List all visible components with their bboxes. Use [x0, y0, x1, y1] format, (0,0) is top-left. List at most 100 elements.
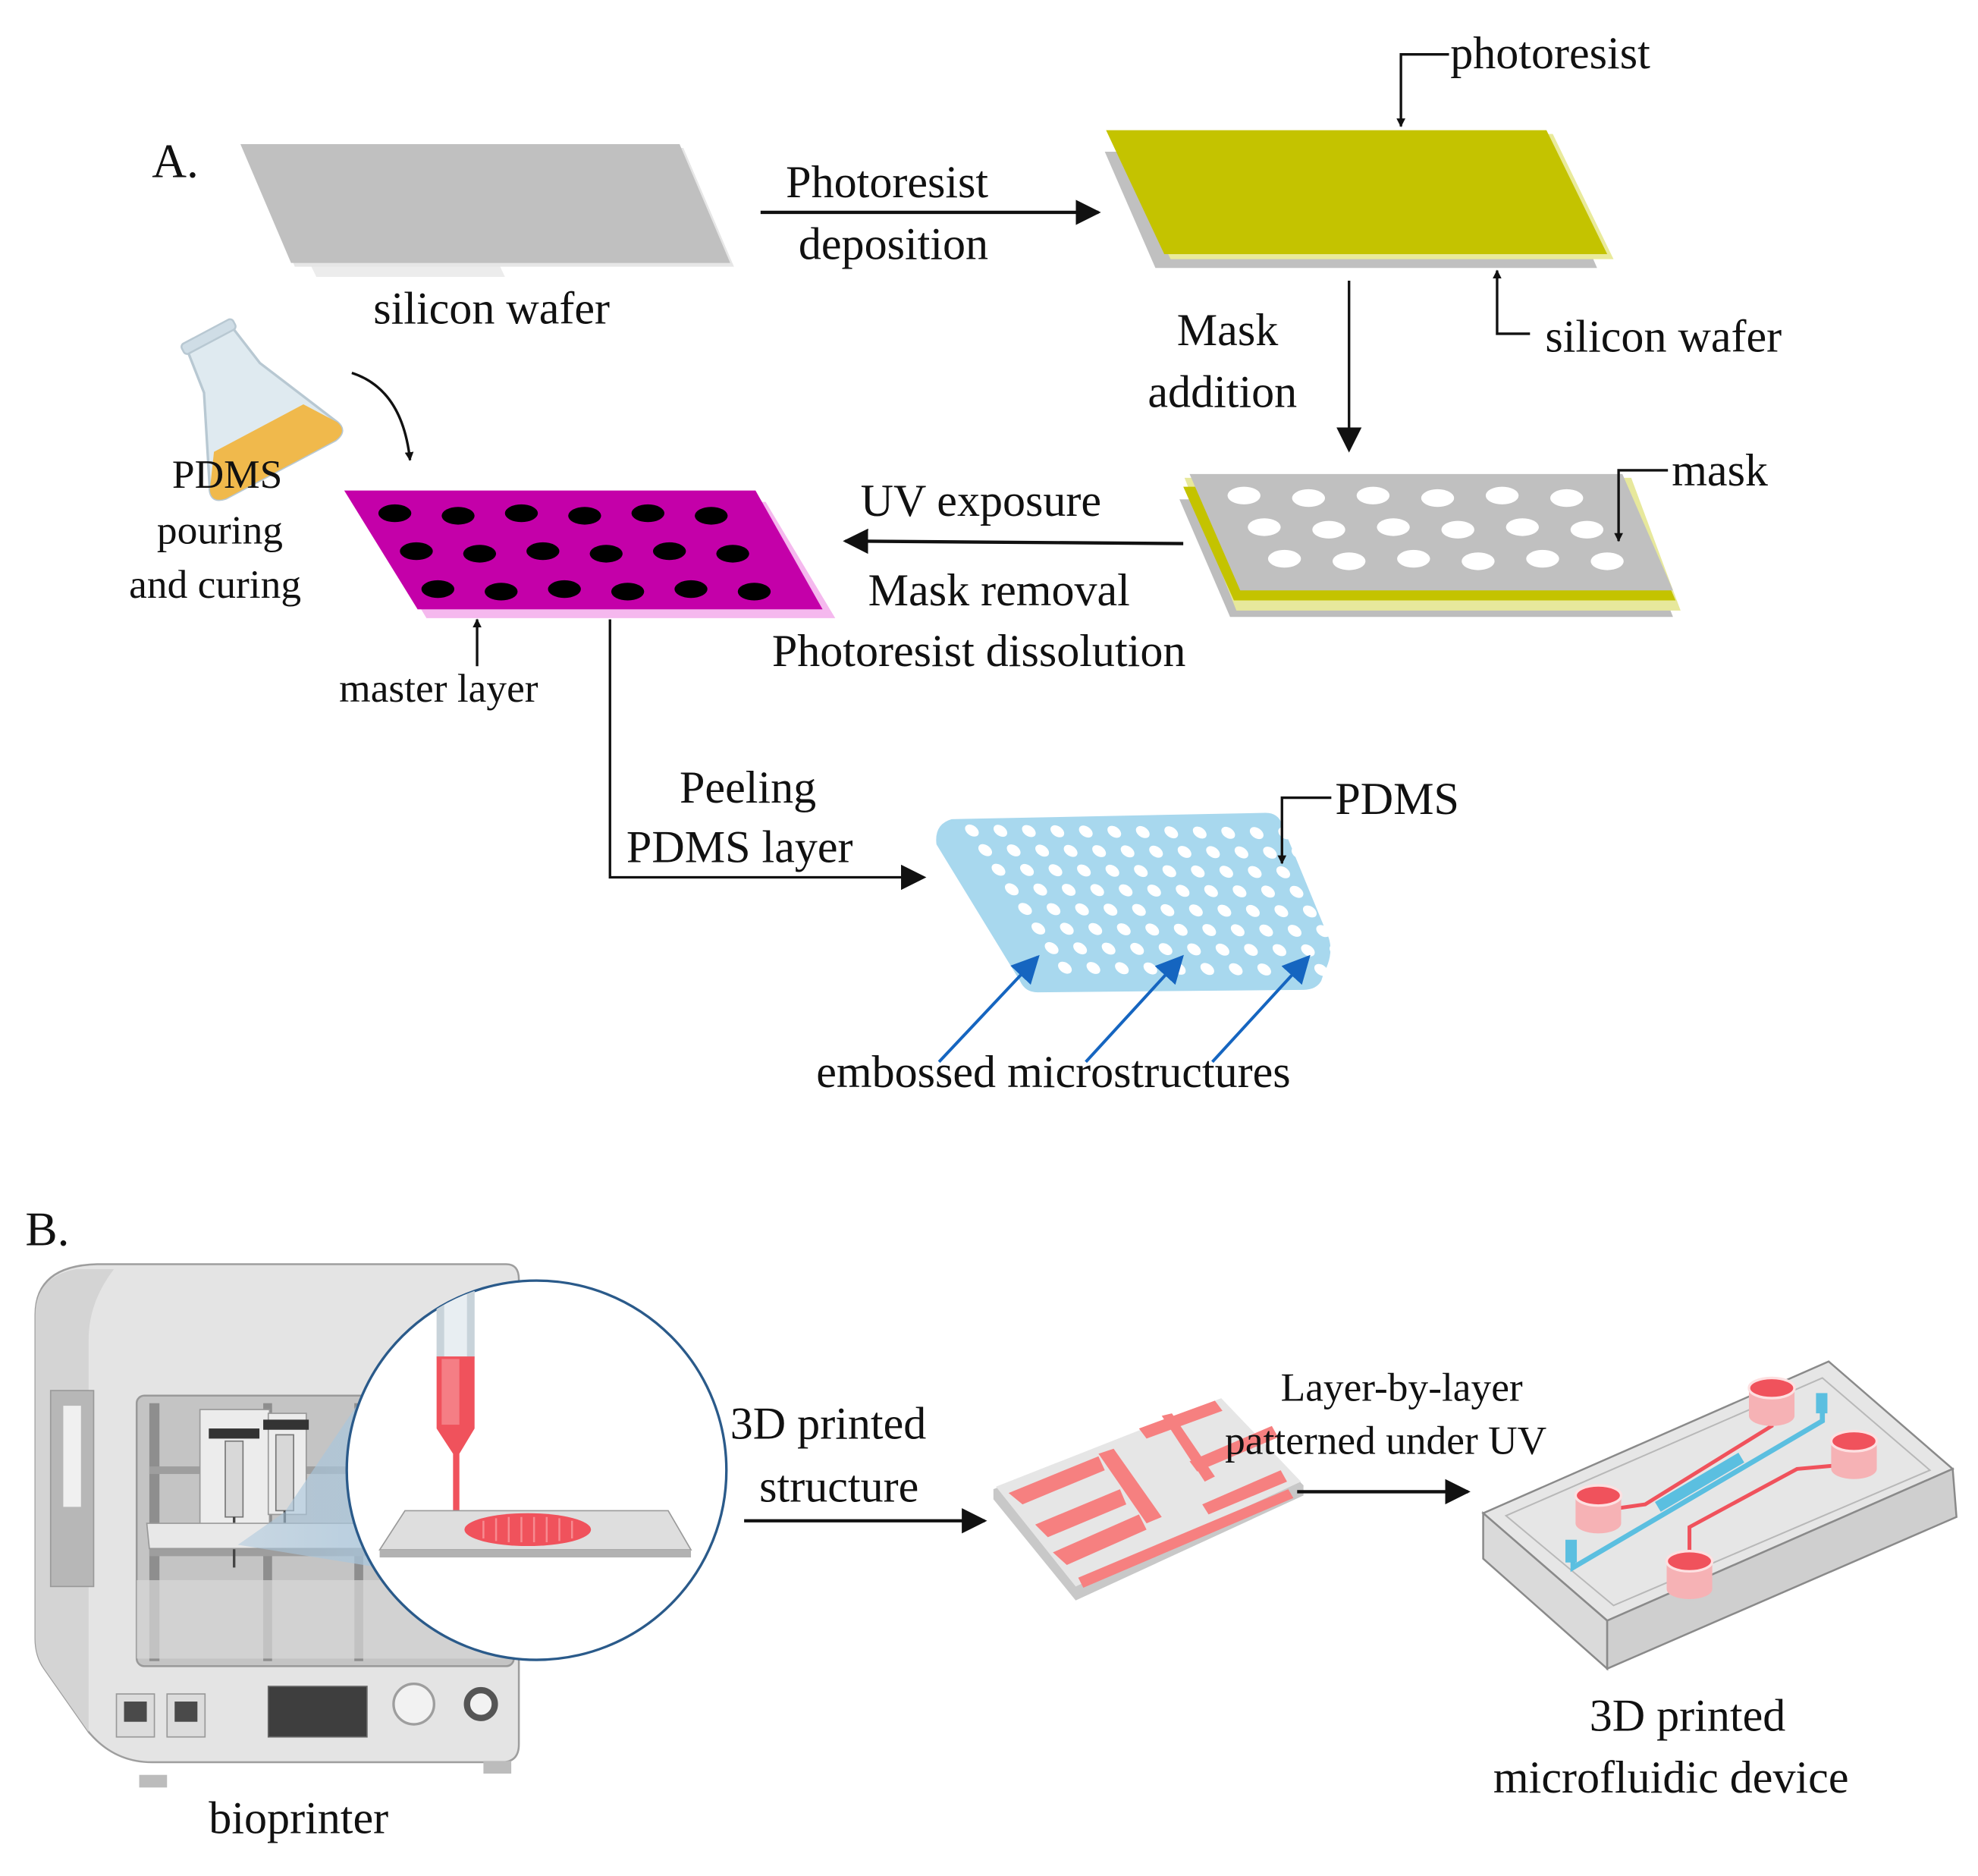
- master-layer-hole: [421, 580, 455, 599]
- pdms-well: [1132, 903, 1146, 916]
- pdms-well: [1149, 845, 1163, 858]
- pdms-well: [1221, 826, 1235, 839]
- step-layer-by-layer-line1: Layer-by-layer: [1281, 1364, 1523, 1409]
- pdms-well: [1101, 942, 1116, 955]
- mask-hole: [1333, 552, 1366, 570]
- master-layer-hole: [611, 583, 645, 601]
- pdms-well: [1092, 845, 1107, 857]
- pdms-well: [1147, 885, 1161, 897]
- pdms-well: [1316, 925, 1330, 938]
- pdms-well: [1257, 963, 1271, 976]
- pdms-well: [1329, 944, 1344, 957]
- pdms-well: [1086, 962, 1100, 974]
- step-3d-printed-structure-line2: structure: [759, 1462, 918, 1512]
- pdms-pouring-line1: PDMS: [172, 451, 282, 497]
- pdms-well: [1018, 903, 1032, 916]
- pdms-well: [1202, 924, 1217, 936]
- master-layer-hole: [400, 542, 433, 561]
- pdms-well: [1177, 846, 1192, 858]
- pdms-well: [1204, 885, 1218, 897]
- pdms-well: [991, 863, 1006, 876]
- mask-hole: [1312, 520, 1345, 539]
- pdms-well: [1217, 904, 1232, 917]
- pdms-well: [1020, 863, 1035, 876]
- pdms-well: [1176, 885, 1190, 897]
- printed-pattern-chip: [993, 1398, 1304, 1601]
- master-layer-hole: [674, 580, 708, 599]
- pdms-well: [1344, 925, 1359, 938]
- master-layer-hole: [716, 545, 749, 563]
- pdms-flask-icon: [181, 318, 344, 501]
- pdms-well: [1004, 883, 1019, 896]
- step-mask-addition-line2: addition: [1148, 367, 1297, 417]
- pdms-wells: [965, 824, 1386, 977]
- pdms-well: [1088, 922, 1103, 935]
- mask-hole: [1292, 489, 1326, 507]
- pdms-well: [993, 825, 1008, 837]
- pdms-well: [1033, 883, 1047, 896]
- pdms-well: [1158, 943, 1173, 956]
- embossed-microstructures-label: embossed microstructures: [816, 1047, 1290, 1097]
- master-layer-hole: [441, 507, 475, 525]
- mask-hole: [1397, 549, 1430, 568]
- pdms-well: [1090, 884, 1104, 897]
- pdms-well-plate: [936, 812, 1386, 993]
- step-layer-by-layer-line2: patterned under UV: [1225, 1417, 1546, 1463]
- microfluidic-device: [1481, 1360, 1958, 1671]
- pdms-well: [1107, 825, 1122, 838]
- pdms-well: [1358, 944, 1372, 957]
- panel-a: A. silicon wafer Photoresist deposition …: [129, 28, 1782, 1097]
- pdms-well: [1291, 847, 1306, 859]
- photoresist-callout: photoresist: [1450, 28, 1650, 78]
- pdms-well: [1234, 846, 1248, 859]
- silicon-wafer-callout: silicon wafer: [1545, 311, 1782, 361]
- pdms-well: [1075, 903, 1089, 916]
- embossed-arrow-3: [1211, 954, 1311, 1064]
- pdms-well: [1187, 943, 1201, 956]
- pdms-well: [1035, 844, 1050, 857]
- pdms-well: [1206, 846, 1220, 859]
- pdms-well: [1192, 826, 1207, 839]
- pdms-well: [1261, 885, 1275, 898]
- pdms-well: [1188, 904, 1203, 917]
- uv-exposure-arrow: [843, 528, 1184, 555]
- mask-hole: [1570, 520, 1604, 539]
- panel-b-label: B.: [25, 1202, 69, 1255]
- pdms-well: [1119, 884, 1133, 897]
- device-label-line2: microfluidic device: [1493, 1752, 1849, 1802]
- master-layer-hole: [463, 545, 497, 563]
- pdms-well: [1230, 924, 1245, 937]
- mask-hole: [1377, 518, 1410, 536]
- master-layer-hole: [378, 504, 412, 523]
- pdms-well: [1134, 865, 1148, 878]
- mask-hole: [1526, 549, 1559, 568]
- mask-hole: [1421, 489, 1455, 507]
- pdms-well: [1022, 825, 1036, 837]
- pdms-well: [1115, 962, 1129, 975]
- pdms-well: [1062, 884, 1076, 896]
- pdms-well: [1058, 961, 1072, 974]
- silicon-wafer-label: silicon wafer: [373, 284, 610, 334]
- pdms-well: [1006, 844, 1021, 856]
- pdms-well: [1342, 964, 1357, 976]
- mask-callout: mask: [1672, 445, 1769, 495]
- master-layer-hole: [504, 504, 538, 523]
- master-layer-hole: [485, 583, 518, 601]
- step-photoresist-deposition-line2: deposition: [799, 219, 988, 269]
- pdms-well: [1160, 903, 1175, 916]
- pdms-well: [1162, 865, 1176, 878]
- pdms-well: [1301, 944, 1315, 957]
- pdms-well: [1263, 847, 1277, 859]
- mask-hole: [1441, 520, 1474, 539]
- pdms-well: [1317, 886, 1333, 898]
- pdms-well: [1249, 827, 1264, 840]
- device-label-line1: 3D printed: [1590, 1690, 1786, 1740]
- pdms-well: [1287, 925, 1302, 937]
- pdms-well: [1305, 866, 1319, 879]
- embossed-arrow-1: [937, 954, 1040, 1064]
- mask-hole: [1267, 549, 1301, 568]
- master-layer-plate: [344, 490, 836, 618]
- pdms-well: [1274, 905, 1289, 918]
- photoresist-coated-wafer: [1104, 130, 1614, 269]
